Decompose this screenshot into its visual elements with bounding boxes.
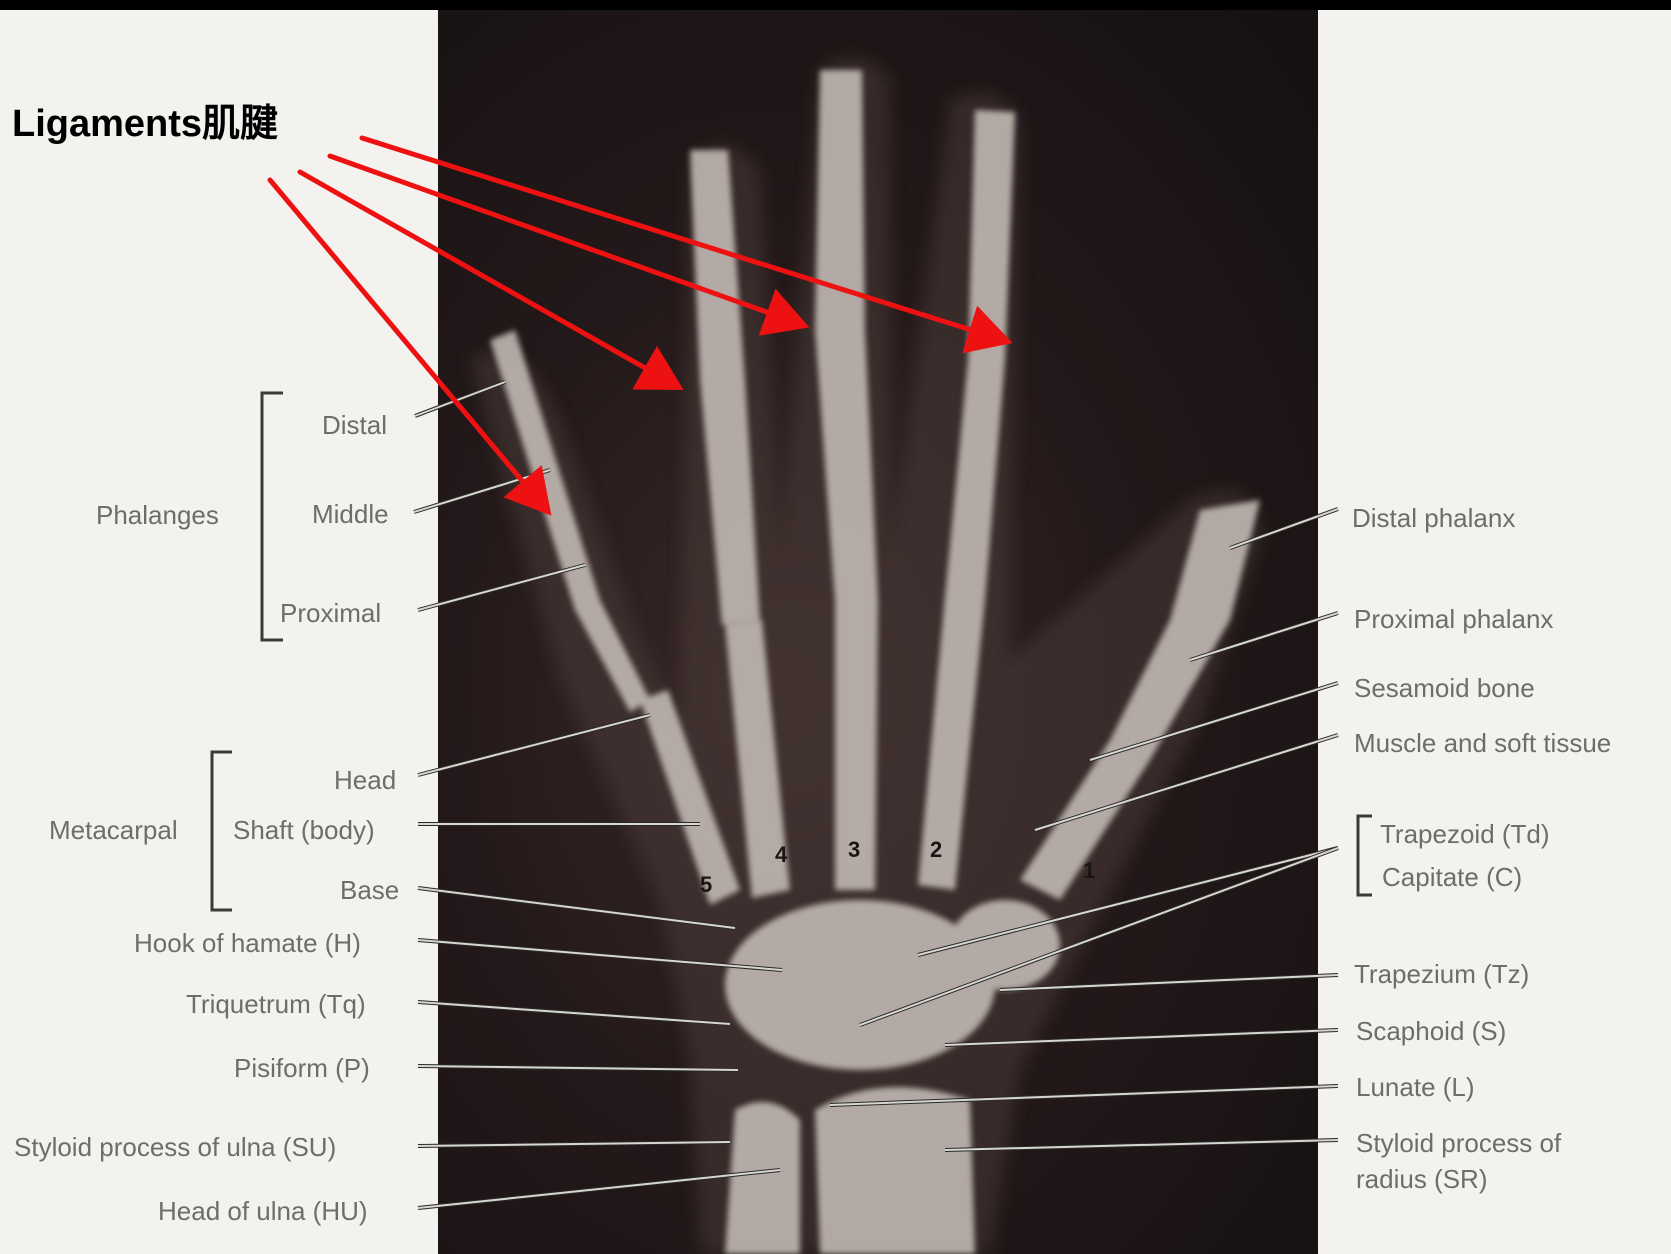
radius <box>815 1087 975 1254</box>
label-lunate: Lunate (L) <box>1356 1074 1475 1100</box>
label-head-of-ulna: Head of ulna (HU) <box>158 1198 368 1224</box>
ligament-arrows <box>270 138 1003 508</box>
label-scaphoid: Scaphoid (S) <box>1356 1018 1506 1044</box>
arrow-4 <box>362 138 1003 340</box>
label-distal-phalanx: Distal phalanx <box>1352 505 1515 531</box>
label-head: Head <box>334 767 396 793</box>
ligaments-title: Ligaments肌腱 <box>12 92 278 147</box>
label-base: Base <box>340 877 399 903</box>
metacarpal-number-5: 5 <box>700 872 712 898</box>
label-pisiform: Pisiform (P) <box>234 1055 370 1081</box>
label-triquetrum: Triquetrum (Tq) <box>186 991 366 1017</box>
label-trapezoid: Trapezoid (Td) <box>1380 821 1550 847</box>
carpal-right-bracket <box>1358 816 1372 895</box>
label-capitate: Capitate (C) <box>1382 864 1522 890</box>
label-proximal-phalanx: Proximal phalanx <box>1354 606 1553 632</box>
metacarpal-number-4: 4 <box>775 842 787 868</box>
phalanges-group-label: Phalanges <box>96 502 219 528</box>
metacarpal-number-3: 3 <box>848 837 860 863</box>
label-hook-of-hamate: Hook of hamate (H) <box>134 930 361 956</box>
ulna <box>725 1102 800 1254</box>
label-shaft: Shaft (body) <box>233 817 375 843</box>
label-proximal: Proximal <box>280 600 381 626</box>
metacarpal-group-label: Metacarpal <box>49 817 178 843</box>
trapezium <box>950 900 1060 990</box>
metacarpal-bracket <box>212 752 232 910</box>
label-styloid-ulna: Styloid process of ulna (SU) <box>14 1134 336 1160</box>
metacarpal-number-2: 2 <box>930 837 942 863</box>
label-styloid-radius-line1: Styloid process of <box>1356 1130 1561 1156</box>
label-middle: Middle <box>312 501 389 527</box>
label-styloid-radius-line2: radius (SR) <box>1356 1166 1487 1192</box>
label-sesamoid-bone: Sesamoid bone <box>1354 675 1535 701</box>
metacarpal-number-1: 1 <box>1083 858 1095 884</box>
label-distal: Distal <box>322 412 387 438</box>
arrow-2 <box>300 172 675 385</box>
label-trapezium: Trapezium (Tz) <box>1354 961 1529 987</box>
label-muscle-soft-tissue: Muscle and soft tissue <box>1354 730 1611 756</box>
